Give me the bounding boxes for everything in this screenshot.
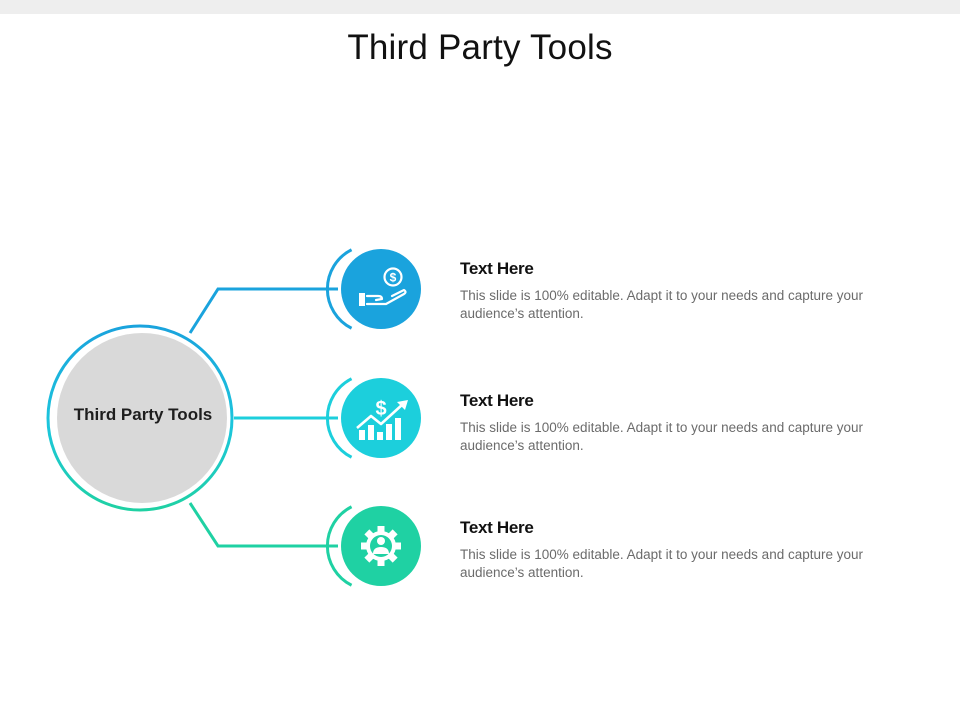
hub-ring: [46, 324, 234, 512]
text-block-heading: Text Here: [460, 259, 534, 278]
svg-text:$: $: [375, 398, 386, 420]
text-block-2: Text Here This slide is 100% editable. A…: [460, 391, 910, 455]
text-block-heading: Text Here: [460, 391, 534, 410]
dollar-growth-chart-icon: $: [356, 398, 408, 440]
connector-bottom: [188, 502, 338, 548]
connector-top: [188, 287, 338, 334]
node-growth-chart: $: [325, 377, 421, 459]
node-ring-bottom: [325, 505, 353, 587]
node-money-hand: $: [325, 248, 421, 330]
slide-title: Third Party Tools: [347, 28, 613, 67]
money-hand-icon: $: [359, 267, 407, 306]
hub-label: Third Party Tools: [73, 405, 213, 424]
text-block-1: Text Here This slide is 100% editable. A…: [460, 259, 910, 323]
text-block-3: Text Here This slide is 100% editable. A…: [460, 518, 910, 582]
svg-text:$: $: [390, 271, 397, 285]
text-block-description: This slide is 100% editable. Adapt it to…: [460, 547, 863, 580]
node-ring-middle: [325, 377, 353, 459]
text-block-description: This slide is 100% editable. Adapt it to…: [460, 288, 863, 321]
top-bar: [0, 0, 960, 14]
text-block-heading: Text Here: [460, 518, 534, 537]
node-gear-person: [325, 505, 421, 587]
node-ring-top: [325, 248, 353, 330]
gear-person-icon: [361, 526, 401, 566]
hub-circle: [57, 333, 227, 503]
text-block-description: This slide is 100% editable. Adapt it to…: [460, 420, 863, 453]
